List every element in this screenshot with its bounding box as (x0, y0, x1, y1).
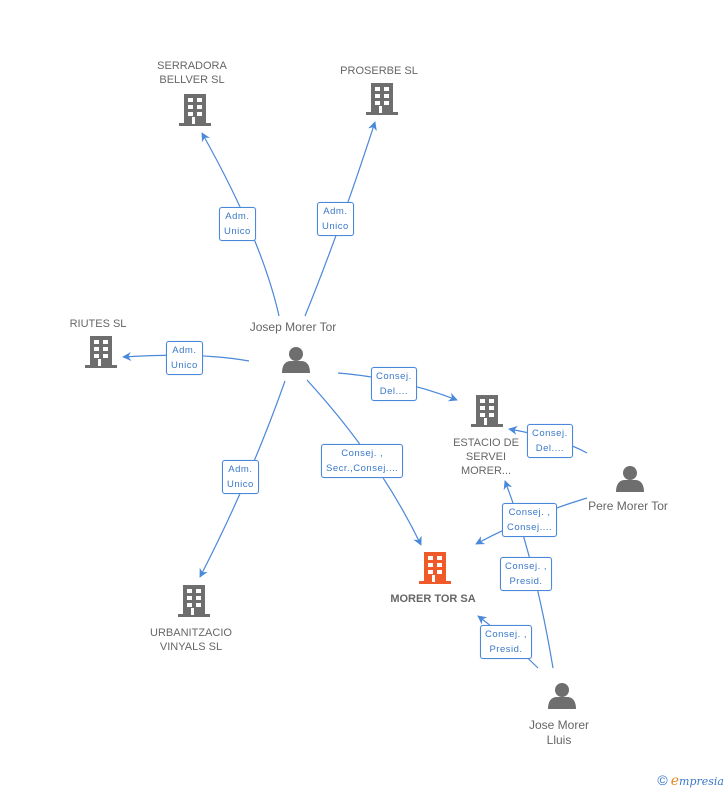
person-icon[interactable] (616, 466, 644, 492)
edge-label-line: Presid. (509, 576, 543, 587)
edge-label-josep-urbanitzacio[interactable]: Adm. Unico (222, 460, 259, 494)
node-label-line: PROSERBE SL (340, 65, 418, 77)
node-label-line: SERVEI (465, 451, 507, 463)
edge-label-line: Unico (171, 360, 198, 371)
edge-label-line: Unico (322, 221, 349, 232)
edge-label-line: Unico (224, 226, 251, 237)
edge-label-line: Consej. (376, 371, 412, 382)
edge-label-line: Consej.... (507, 522, 553, 533)
edge-label-jose-morer[interactable]: Consej. , Presid. (480, 625, 532, 659)
building-icon[interactable] (178, 585, 210, 617)
node-riutes[interactable]: RIUTES SL (70, 317, 127, 331)
edge-label-line: Consej. , (508, 507, 551, 518)
edge-label-line: Adm. (228, 464, 253, 475)
edge-label-josep-morer[interactable]: Consej. , Secr.,Consej.... (321, 444, 404, 478)
building-icon[interactable] (85, 336, 117, 368)
edge-label-line: Consej. , (485, 629, 527, 640)
brand-logo-initial: e (670, 773, 680, 789)
edge-label-josep-estacio[interactable]: Consej. Del.... (371, 367, 417, 401)
edge-label-line: Consej. , (341, 448, 384, 459)
node-label-line: BELLVER SL (159, 74, 225, 86)
copyright-icon: © (657, 772, 668, 788)
node-proserbe[interactable]: PROSERBE SL (340, 64, 418, 78)
node-label-line: SERRADORA (157, 60, 227, 72)
edge-label-line: Consej. (532, 428, 568, 439)
edge-label-line: Secr.,Consej.... (326, 463, 399, 474)
node-morer-tor-sa[interactable]: MORER TOR SA (390, 592, 475, 606)
node-label-line: MORER TOR SA (390, 593, 476, 605)
edge-label-line: Adm. (172, 345, 197, 356)
edge-label-pere-morer[interactable]: Consej. , Consej.... (502, 503, 558, 537)
building-icon[interactable] (471, 395, 503, 427)
node-label-line: VINYALS SL (159, 641, 223, 653)
edge-label-line: Presid. (489, 644, 523, 655)
node-label-line: Pere Morer Tor (588, 499, 668, 513)
edge-label-josep-riutes[interactable]: Adm. Unico (166, 341, 203, 375)
building-icon[interactable] (419, 552, 451, 584)
node-label-line: URBANITZACIO (150, 627, 232, 639)
node-urbanitzacio-vinyals[interactable]: URBANITZACIO VINYALS SL (150, 626, 232, 654)
edge-label-josep-serradora[interactable]: Adm. Unico (219, 207, 256, 241)
node-label-line: Josep Morer Tor (249, 320, 337, 334)
edge-label-line: Consej. , (505, 561, 547, 572)
building-icon[interactable] (179, 94, 211, 126)
node-josep-morer-tor[interactable]: Josep Morer Tor (250, 320, 336, 335)
node-serradora-bellver[interactable]: SERRADORA BELLVER SL (157, 59, 227, 87)
edge-label-pere-estacio[interactable]: Consej. Del.... (527, 424, 573, 458)
node-label-line: ESTACIO DE (453, 437, 519, 449)
edge-label-line: Del.... (535, 443, 565, 454)
node-label-line: MORER... (460, 465, 512, 477)
edge-label-line: Unico (227, 479, 254, 490)
node-pere-morer-tor[interactable]: Pere Morer Tor (588, 499, 668, 514)
node-label-line: RIUTES SL (69, 318, 127, 330)
edge-label-line: Del.... (379, 386, 409, 397)
node-jose-morer-lluis[interactable]: Jose Morer Lluis (529, 718, 589, 748)
edge-label-line: Adm. (323, 206, 348, 217)
node-label-line: Lluis (546, 733, 572, 747)
building-icon[interactable] (366, 83, 398, 115)
edge-label-jose-estacio[interactable]: Consej. , Presid. (500, 557, 552, 591)
edge-label-line: Adm. (225, 211, 250, 222)
node-estacio-de-servei[interactable]: ESTACIO DE SERVEI MORER... (453, 436, 519, 478)
person-icon[interactable] (282, 347, 310, 373)
copyright-footer[interactable]: © empresia (657, 772, 724, 789)
person-icon[interactable] (548, 683, 576, 709)
edge-label-josep-proserbe[interactable]: Adm. Unico (317, 202, 354, 236)
node-label-line: Jose Morer (528, 718, 590, 732)
brand-logo-text: mpresia (679, 775, 724, 788)
